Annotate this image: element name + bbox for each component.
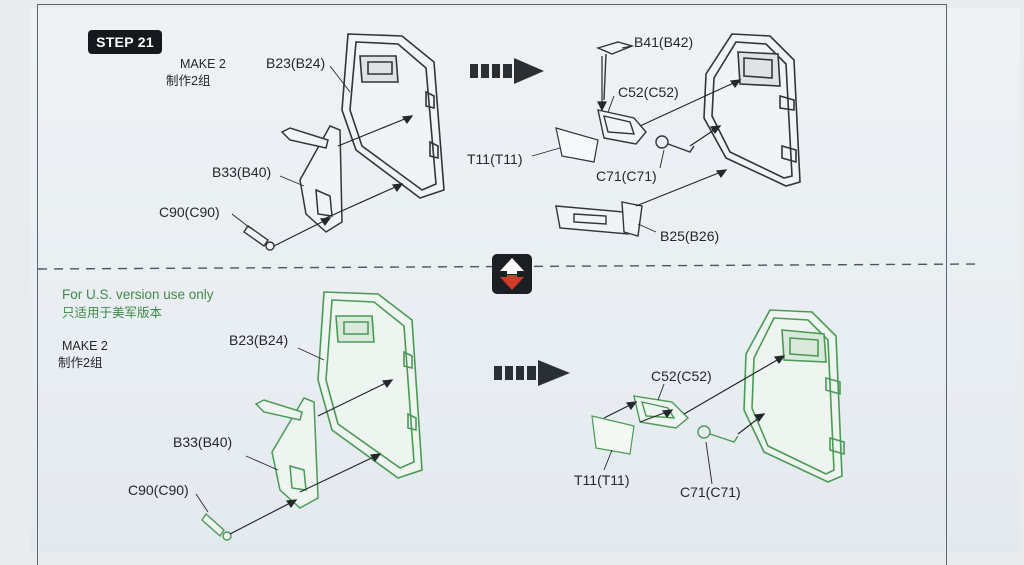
- assembly-arrows-top: [273, 115, 414, 247]
- pin-c90-top: [243, 225, 275, 251]
- label-c90-top: C90(C90): [159, 204, 220, 220]
- label-b33-bottom: B33(B40): [173, 434, 233, 450]
- handle-b33-bottom: [254, 397, 319, 509]
- part-c52-top: [597, 109, 647, 145]
- door-panel-b23-bottom: [317, 291, 423, 479]
- us-version-note: For U.S. version use only: [62, 287, 214, 302]
- step-badge: STEP 21: [88, 30, 162, 54]
- part-t11-bottom: [591, 415, 635, 455]
- part-c71-bottom: [697, 425, 739, 443]
- dashed-right-arrow-icon-bottom: [494, 360, 570, 386]
- part-c71-top: [655, 135, 695, 153]
- label-c52-bottom: C52(C52): [651, 368, 712, 384]
- label-b23-top: B23(B24): [266, 55, 326, 71]
- label-b41: B41(B42): [634, 34, 694, 50]
- make-count-cn-top: 制作2组: [166, 74, 211, 88]
- label-c90-bottom: C90(C90): [128, 482, 189, 498]
- assembly-illustration: [37, 33, 981, 541]
- handle-b33-top: [280, 125, 343, 233]
- door-assembled-bottom: [743, 309, 845, 483]
- label-t11-bottom: T11(T11): [574, 472, 630, 488]
- make-count-top: MAKE 2: [180, 57, 226, 71]
- label-b23-bottom: B23(B24): [229, 332, 289, 348]
- dashed-right-arrow-icon: [470, 58, 544, 84]
- step-frame: [37, 4, 947, 565]
- pin-c90-bottom: [201, 512, 232, 541]
- part-t11-top: [555, 127, 599, 163]
- assembly-arrows-bottom: [229, 379, 394, 535]
- label-b25: B25(B26): [660, 228, 720, 244]
- label-b33-top: B33(B40): [212, 164, 272, 180]
- part-b25: [555, 201, 643, 237]
- door-panel-b23-top: [341, 33, 445, 199]
- us-version-note-cn: 只适用于美军版本: [62, 306, 163, 320]
- label-c52-top: C52(C52): [618, 84, 679, 100]
- label-c71-bottom: C71(C71): [680, 484, 741, 500]
- label-t11-top: T11(T11): [467, 151, 523, 167]
- label-c71-top: C71(C71): [596, 168, 657, 184]
- up-down-swap-icon: [492, 254, 532, 294]
- make-count-bottom: MAKE 2: [62, 339, 108, 353]
- part-c52-bottom: [633, 395, 690, 429]
- make-count-cn-bottom: 制作2组: [58, 356, 103, 370]
- door-assembled-top: [703, 33, 801, 187]
